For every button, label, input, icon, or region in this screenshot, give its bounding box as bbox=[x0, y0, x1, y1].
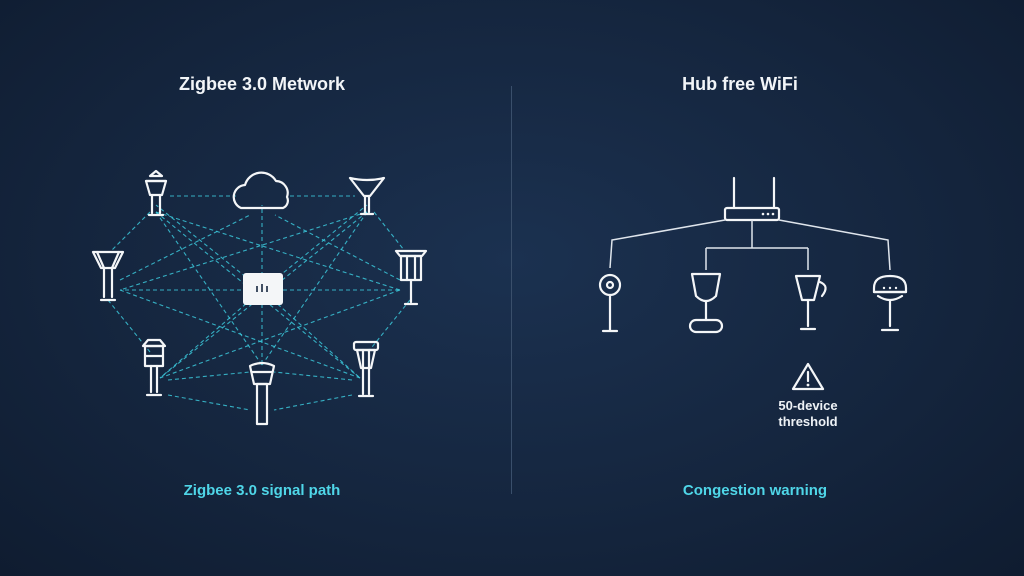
dome-lamp-icon bbox=[872, 274, 908, 332]
goblet-lamp-icon bbox=[688, 272, 724, 334]
wifi-connection-lines bbox=[609, 219, 891, 271]
funnel-lamp-icon bbox=[348, 176, 386, 216]
wifi-panel-title: Hub free WiFi bbox=[682, 74, 798, 94]
wifi-router-icon bbox=[723, 176, 781, 222]
panel-divider bbox=[511, 86, 512, 494]
wifi-caption: Congestion warning bbox=[682, 482, 828, 499]
warning-threshold-label: 50-device threshold bbox=[760, 398, 856, 430]
cloud-icon bbox=[232, 171, 289, 210]
lantern-post-icon bbox=[394, 249, 428, 306]
cup-lamp-icon bbox=[794, 274, 827, 331]
zigbee-panel-title: Zigbee 3.0 Metwork bbox=[178, 74, 346, 94]
zigbee-hub-icon bbox=[243, 273, 283, 305]
garden-lamp-icon bbox=[144, 169, 168, 217]
warning-triangle-icon bbox=[791, 362, 825, 391]
lantern-post-icon bbox=[141, 338, 167, 397]
warning-label-line2: threshold bbox=[778, 414, 838, 429]
bollard-lamp-icon bbox=[248, 361, 276, 426]
bollard-lamp-icon bbox=[352, 340, 380, 398]
ring-post-lamp-icon bbox=[598, 273, 622, 333]
zigbee-caption: Zigbee 3.0 signal path bbox=[183, 482, 341, 499]
warning-label-line1: 50-device bbox=[778, 398, 838, 413]
garden-lamp-icon bbox=[91, 250, 125, 302]
